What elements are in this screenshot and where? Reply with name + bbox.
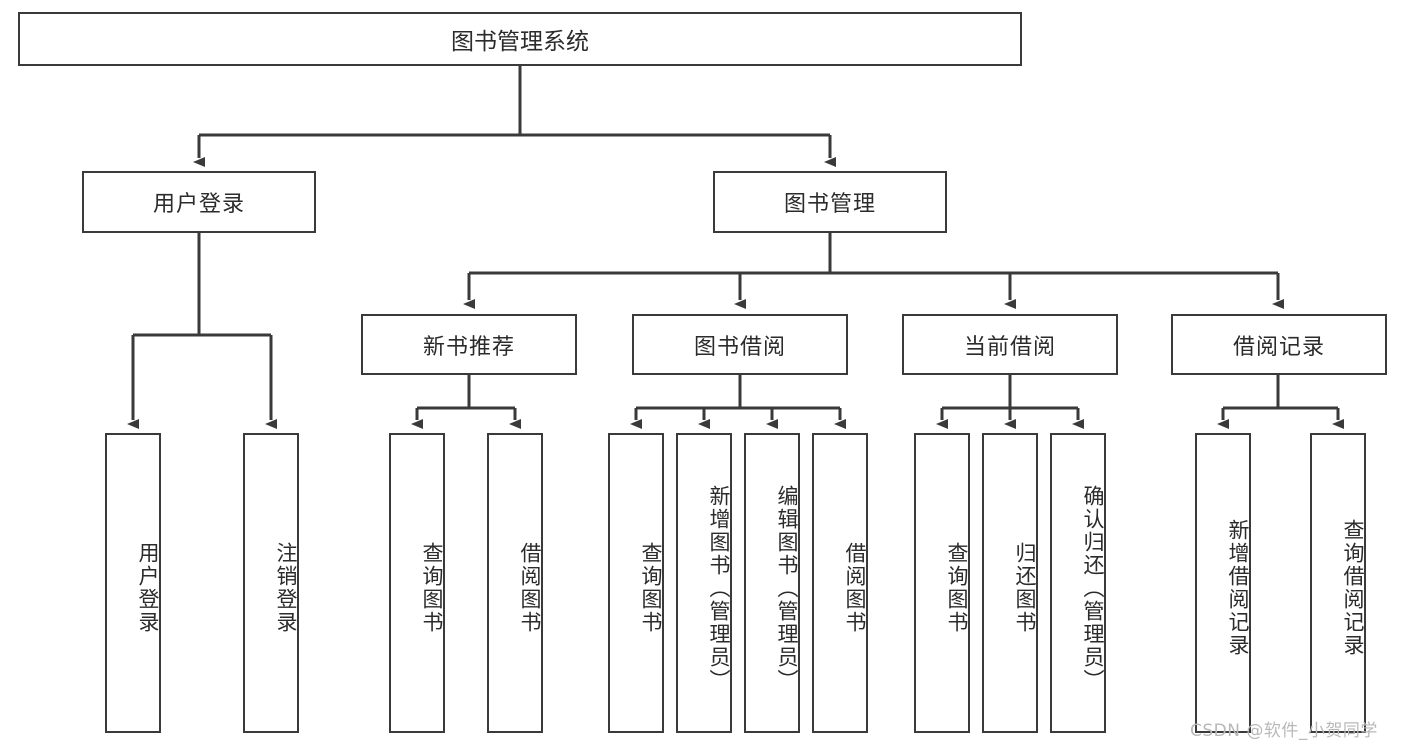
leaf-borrow-add-book-admin[interactable]: 新增图书（管理员） [676,433,732,733]
leaf-user-login-logout[interactable]: 注销登录 [243,433,299,733]
node-label: 新增图书（管理员） [707,484,731,692]
node-label: 查询借阅记录 [1341,519,1365,657]
leaf-current-confirm-return-admin[interactable]: 确认归还（管理员） [1050,433,1106,733]
csdn-watermark: CSDN @软件_小贺同学 [1190,721,1378,741]
node-book-management[interactable]: 图书管理 [713,171,947,233]
node-label: 图书管理 [783,192,876,217]
node-label: 用户登录 [136,542,160,634]
node-current-borrow[interactable]: 当前借阅 [902,314,1118,375]
node-book-borrow[interactable]: 图书借阅 [632,314,848,375]
node-label: 图书管理系统 [451,29,589,55]
node-label: 图书借阅 [693,334,786,360]
node-label: 新增借阅记录 [1226,519,1250,657]
leaf-current-return-book[interactable]: 归还图书 [982,433,1038,733]
node-label: 查询图书 [945,542,969,634]
leaf-borrow-edit-book-admin[interactable]: 编辑图书（管理员） [744,433,800,733]
node-label: 用户登录 [152,192,245,217]
node-label: 查询图书 [420,542,444,634]
leaf-user-login-login[interactable]: 用户登录 [105,433,161,733]
node-label: 查询图书 [639,542,663,634]
node-root-system[interactable]: 图书管理系统 [18,12,1022,66]
node-label: 当前借阅 [963,334,1056,360]
node-borrow-records[interactable]: 借阅记录 [1171,314,1387,375]
leaf-recommend-query-book[interactable]: 查询图书 [389,433,445,733]
node-label: 新书推荐 [422,334,515,360]
node-new-book-recommend[interactable]: 新书推荐 [361,314,577,375]
leaf-records-query-record[interactable]: 查询借阅记录 [1310,433,1366,733]
leaf-borrow-query-book[interactable]: 查询图书 [608,433,664,733]
leaf-records-add-record[interactable]: 新增借阅记录 [1195,433,1251,733]
node-label: 借阅图书 [843,542,867,634]
node-label: 注销登录 [274,542,298,634]
node-label: 借阅图书 [518,542,542,634]
leaf-recommend-borrow-book[interactable]: 借阅图书 [487,433,543,733]
node-label: 编辑图书（管理员） [775,484,799,692]
leaf-current-query-book[interactable]: 查询图书 [914,433,970,733]
node-label: 借阅记录 [1232,334,1325,360]
leaf-borrow-borrow-book[interactable]: 借阅图书 [812,433,868,733]
node-label: 确认归还（管理员） [1081,484,1105,692]
node-user-login[interactable]: 用户登录 [82,171,316,233]
node-label: 归还图书 [1013,542,1037,634]
